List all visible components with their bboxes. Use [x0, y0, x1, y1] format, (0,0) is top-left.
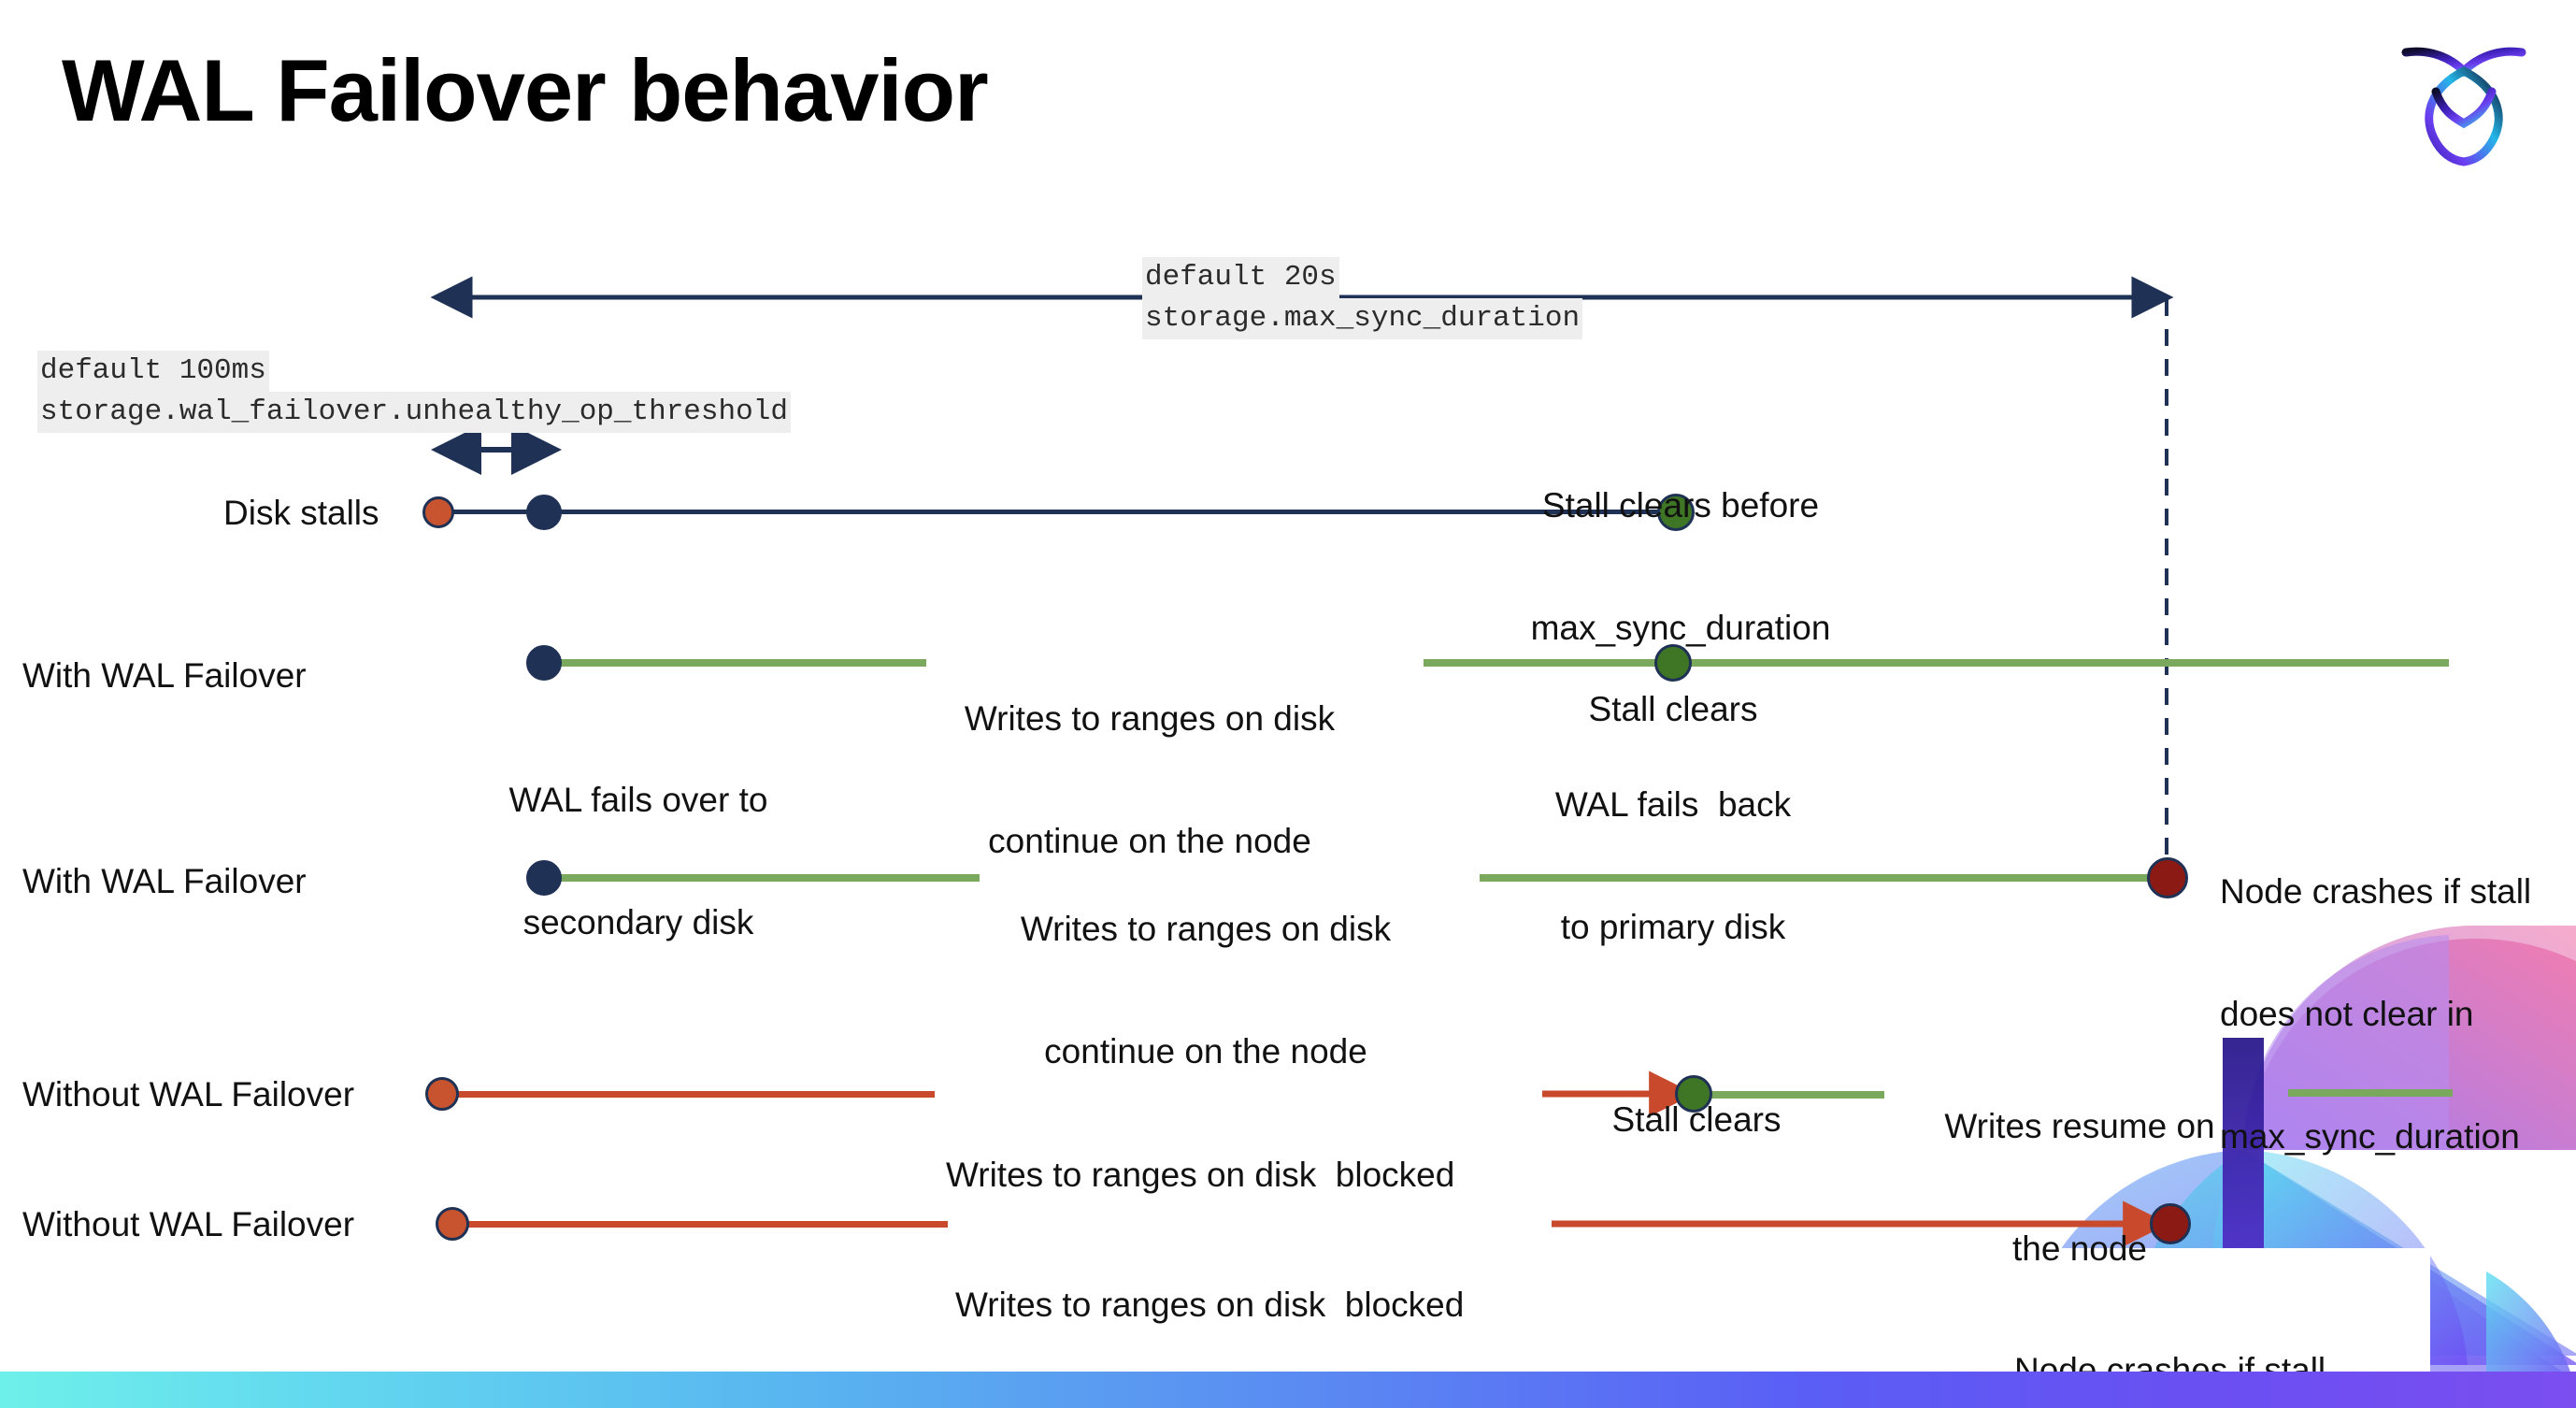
callout-line-3: max_sync_duration: [2220, 1117, 2520, 1157]
callout-writes-continue-1: Writes to ranges on disk continue on the…: [939, 617, 1360, 943]
annotation-max-sync-default: default 20s: [1142, 257, 1339, 298]
annotation-unhealthy-default: default 100ms: [37, 351, 269, 392]
callout-line-2: max_sync_duration: [1530, 609, 1831, 648]
callout-line-2: does not clear in: [2220, 995, 2474, 1034]
with-failover-1-segment-a: [542, 659, 926, 667]
callout-line-1: Stall clears before: [1541, 486, 1820, 525]
callout-writes-resume: Writes resume on the node: [1921, 1025, 2239, 1351]
callout-line-1: Writes to ranges on disk: [1020, 910, 1392, 949]
with-failover-2-segment-b: [1480, 874, 2171, 882]
disk-stall-start-dot: [422, 496, 454, 528]
annotation-unhealthy-setting: storage.wal_failover.unhealthy_op_thresh…: [37, 391, 791, 433]
annotation-max-sync-setting: storage.max_sync_duration: [1142, 297, 1583, 339]
callout-line-2: the node: [2011, 1229, 2148, 1269]
callout-wal-fails-over: WAL fails over to secondary disk: [447, 698, 830, 1025]
row-label-without-wal-failover-1: Without WAL Failover: [22, 1075, 355, 1113]
callout-line-1: Writes resume on: [1944, 1107, 2215, 1146]
disk-stalls-timeline: [439, 510, 1675, 514]
without-failover-1-blocked-segment: [449, 1091, 935, 1098]
callout-stall-clears-1: Stall clears: [1533, 608, 1813, 812]
callout-line-1: WAL fails over to: [508, 781, 768, 820]
callout-line-2: to primary disk: [1560, 908, 1786, 947]
annotation-unhealthy-op-threshold: default 100ms storage.wal_failover.unhea…: [37, 351, 791, 433]
without-failover-2-crash-dot: [2150, 1203, 2191, 1244]
callout-writes-blocked-1: Writes to ranges on disk blocked: [946, 1073, 1544, 1277]
without-failover-1-resume-segment: [1710, 1091, 1884, 1099]
without-failover-1-stall-clears-dot: [1675, 1075, 1712, 1113]
disk-stall-detected-dot: [526, 495, 562, 530]
without-failover-1-stall-start-dot: [425, 1077, 459, 1111]
callout-node-crashes-1: Node crashes if stall does not clear in …: [2220, 790, 2575, 1239]
row-label-disk-stalls: Disk stalls: [223, 494, 379, 532]
callout-stall-clears-2: Stall clears: [1556, 1018, 1837, 1222]
with-failover-2-crash-dot: [2147, 857, 2188, 898]
with-failover-1-failover-dot: [526, 645, 562, 681]
callout-writes-blocked-2: Writes to ranges on disk blocked: [955, 1203, 1553, 1407]
callout-line-1: Stall clears: [1611, 1100, 1782, 1140]
with-failover-1-segment-b: [1424, 659, 2449, 667]
with-failover-2-failover-dot: [526, 860, 562, 896]
row-label-without-wal-failover-2: Without WAL Failover: [22, 1205, 355, 1243]
callout-line-1: Writes to ranges on disk blocked: [955, 1286, 1465, 1325]
callout-line-1: Stall clears: [1588, 690, 1758, 729]
cockroachdb-logo-icon: [2389, 26, 2539, 166]
without-failover-2-stall-start-dot: [436, 1207, 469, 1241]
callout-writes-continue-2: Writes to ranges on disk continue on the…: [995, 827, 1416, 1154]
callout-wal-fails-back: WAL fails back to primary disk: [1514, 703, 1832, 1029]
callout-line-1: WAL fails back: [1554, 785, 1792, 825]
disk-stall-cleared-dot: [1657, 494, 1695, 531]
without-failover-1-resume-segment-far: [2288, 1089, 2453, 1097]
bottom-gradient-bar: [0, 1372, 2576, 1408]
callout-line-1: Writes to ranges on disk: [964, 699, 1336, 739]
row-label-with-wal-failover-2: With WAL Failover: [22, 862, 307, 900]
callout-line-2: continue on the node: [988, 822, 1311, 861]
callout-line-1: Node crashes if stall: [2220, 872, 2532, 912]
row-label-with-wal-failover-1: With WAL Failover: [22, 656, 307, 695]
callout-stall-clears-before: Stall clears before max_sync_duration: [1503, 404, 1858, 730]
callout-line-2: secondary disk: [522, 903, 754, 942]
page-title: WAL Failover behavior: [62, 41, 989, 139]
without-failover-2-blocked-segment: [458, 1221, 948, 1228]
with-failover-2-segment-a: [542, 874, 980, 882]
callout-line-2: continue on the node: [1044, 1032, 1367, 1071]
with-failover-1-stall-clears-dot: [1654, 644, 1692, 682]
annotation-max-sync-duration: default 20s storage.max_sync_duration: [1142, 257, 1583, 339]
callout-line-1: Writes to ranges on disk blocked: [946, 1156, 1455, 1195]
